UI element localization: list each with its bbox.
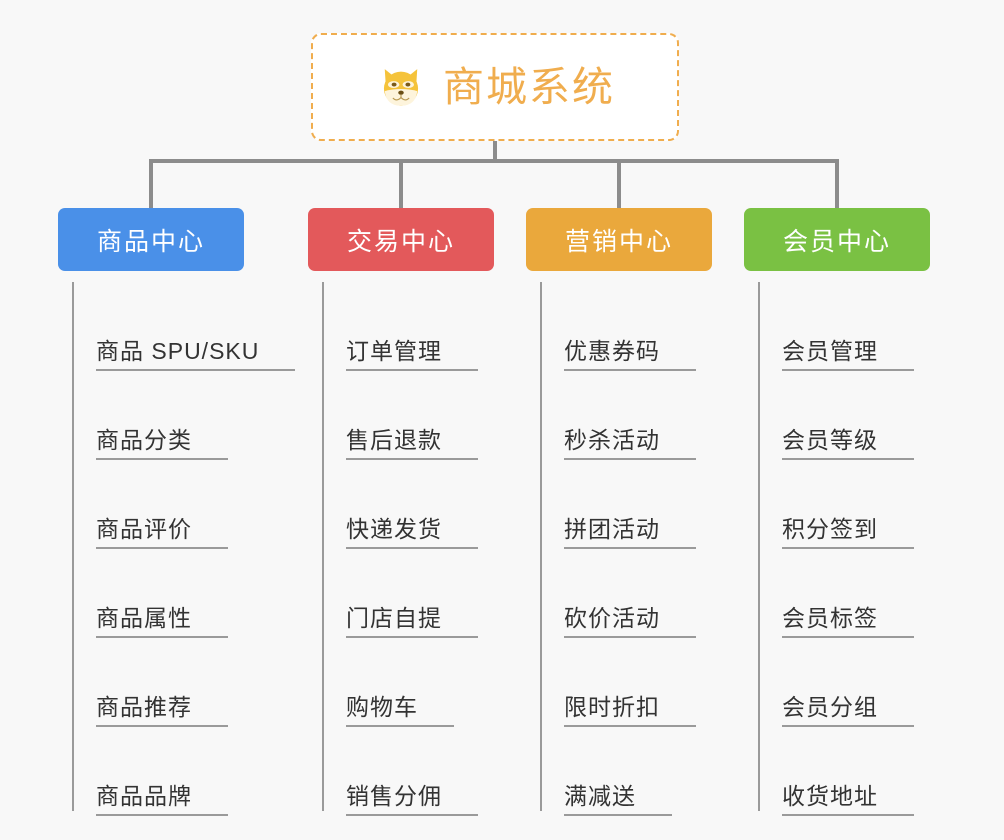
leaf-label: 商品 SPU/SKU <box>96 338 296 371</box>
leaf-label: 订单管理 <box>346 338 478 371</box>
leaf-label: 收货地址 <box>782 783 914 816</box>
column-member-center: 会员中心 会员管理 会员等级 积分签到 会员标签 会员分组 收货地址 <box>744 208 930 816</box>
leaf-label: 购物车 <box>346 694 454 727</box>
category-box-product-center[interactable]: 商品中心 <box>58 208 244 271</box>
leaf-label: 限时折扣 <box>564 694 696 727</box>
leaf-label: 满减送 <box>564 783 672 816</box>
list-item[interactable]: 售后退款 <box>322 371 494 460</box>
list-item[interactable]: 订单管理 <box>322 282 494 371</box>
category-label: 交易中心 <box>346 227 455 256</box>
column-product-center: 商品中心 商品 SPU/SKU 商品分类 商品评价 商品属性 商品推荐 商品品牌 <box>58 208 296 816</box>
list-item[interactable]: 会员管理 <box>758 282 930 371</box>
leaf-list-member-center: 会员管理 会员等级 积分签到 会员标签 会员分组 收货地址 <box>758 282 930 816</box>
list-item[interactable]: 销售分佣 <box>322 727 494 816</box>
leaf-label: 商品评价 <box>96 516 228 549</box>
category-label: 营销中心 <box>564 227 673 256</box>
column-trunk-line <box>322 282 324 811</box>
category-box-trade-center[interactable]: 交易中心 <box>308 208 494 271</box>
leaf-list-trade-center: 订单管理 售后退款 快递发货 门店自提 购物车 销售分佣 <box>322 282 494 816</box>
connector-drop-4 <box>835 159 839 208</box>
shiba-dog-face-icon <box>383 69 419 106</box>
leaf-label: 优惠券码 <box>564 338 696 371</box>
column-trunk-line <box>540 282 542 811</box>
list-item[interactable]: 购物车 <box>322 638 494 727</box>
list-item[interactable]: 商品评价 <box>72 460 244 549</box>
connector-drop-1 <box>149 159 153 208</box>
connector-root-stem <box>493 141 497 163</box>
list-item[interactable]: 砍价活动 <box>540 549 712 638</box>
list-item[interactable]: 商品属性 <box>72 549 244 638</box>
leaf-label: 会员等级 <box>782 427 914 460</box>
list-item[interactable]: 秒杀活动 <box>540 371 712 460</box>
list-item[interactable]: 商品 SPU/SKU <box>72 282 296 371</box>
root-node-mall-system[interactable]: 商城系统 <box>311 33 679 141</box>
list-item[interactable]: 会员标签 <box>758 549 930 638</box>
leaf-label: 商品推荐 <box>96 694 228 727</box>
leaf-list-marketing-center: 优惠券码 秒杀活动 拼团活动 砍价活动 限时折扣 满减送 <box>540 282 712 816</box>
category-label: 会员中心 <box>782 227 891 256</box>
leaf-label: 拼团活动 <box>564 516 696 549</box>
list-item[interactable]: 会员等级 <box>758 371 930 460</box>
leaf-label: 秒杀活动 <box>564 427 696 460</box>
leaf-label: 会员分组 <box>782 694 914 727</box>
column-trade-center: 交易中心 订单管理 售后退款 快递发货 门店自提 购物车 销售分佣 <box>308 208 494 816</box>
list-item[interactable]: 门店自提 <box>322 549 494 638</box>
column-trunk-line <box>72 282 74 811</box>
leaf-label: 门店自提 <box>346 605 478 638</box>
list-item[interactable]: 商品推荐 <box>72 638 244 727</box>
list-item[interactable]: 限时折扣 <box>540 638 712 727</box>
leaf-label: 售后退款 <box>346 427 478 460</box>
column-trunk-line <box>758 282 760 811</box>
connector-drop-2 <box>399 159 403 208</box>
category-box-marketing-center[interactable]: 营销中心 <box>526 208 712 271</box>
list-item[interactable]: 收货地址 <box>758 727 930 816</box>
leaf-label: 商品属性 <box>96 605 228 638</box>
leaf-label: 砍价活动 <box>564 605 696 638</box>
leaf-label: 销售分佣 <box>346 783 478 816</box>
list-item[interactable]: 积分签到 <box>758 460 930 549</box>
connector-drop-3 <box>617 159 621 208</box>
leaf-label: 快递发货 <box>346 516 478 549</box>
root-node-title: 商城系统 <box>443 63 615 110</box>
category-label: 商品中心 <box>96 227 205 256</box>
column-marketing-center: 营销中心 优惠券码 秒杀活动 拼团活动 砍价活动 限时折扣 满减送 <box>526 208 712 816</box>
list-item[interactable]: 商品分类 <box>72 371 244 460</box>
leaf-label: 会员标签 <box>782 605 914 638</box>
leaf-label: 商品分类 <box>96 427 228 460</box>
list-item[interactable]: 会员分组 <box>758 638 930 727</box>
leaf-label: 会员管理 <box>782 338 914 371</box>
leaf-label: 积分签到 <box>782 516 914 549</box>
connector-horizontal-bus <box>149 159 839 163</box>
list-item[interactable]: 拼团活动 <box>540 460 712 549</box>
list-item[interactable]: 快递发货 <box>322 460 494 549</box>
list-item[interactable]: 满减送 <box>540 727 712 816</box>
leaf-list-product-center: 商品 SPU/SKU 商品分类 商品评价 商品属性 商品推荐 商品品牌 <box>72 282 296 816</box>
leaf-label: 商品品牌 <box>96 783 228 816</box>
category-box-member-center[interactable]: 会员中心 <box>744 208 930 271</box>
list-item[interactable]: 商品品牌 <box>72 727 244 816</box>
list-item[interactable]: 优惠券码 <box>540 282 712 371</box>
